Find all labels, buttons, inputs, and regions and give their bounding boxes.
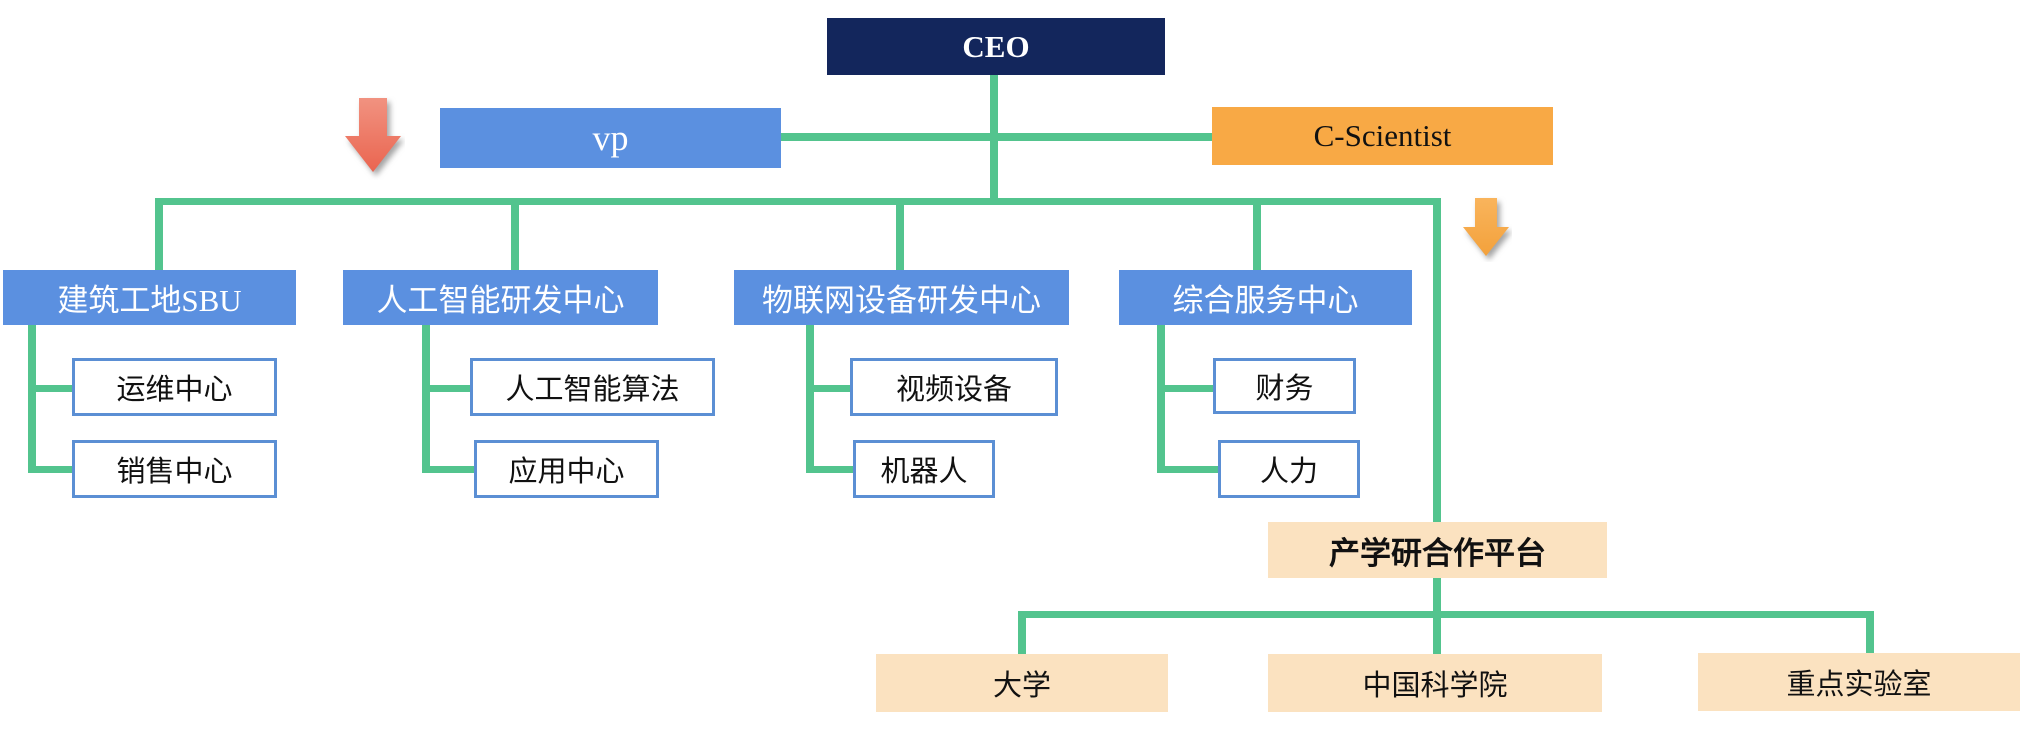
- connector-line: [155, 198, 163, 270]
- connector-line: [806, 325, 814, 473]
- node-sub-robotics: 机器人: [853, 440, 995, 498]
- connector-line: [511, 198, 519, 270]
- connector-line: [1433, 198, 1441, 522]
- node-ceo: CEO: [827, 18, 1165, 75]
- connector-line: [28, 325, 36, 473]
- node-dept-general-services: 综合服务中心: [1119, 270, 1412, 325]
- connector-line: [781, 133, 1212, 141]
- connector-line: [155, 198, 1441, 205]
- node-sub-sales-center: 销售中心: [72, 440, 277, 498]
- node-partner-chinese-academy-of-sciences: 中国科学院: [1268, 654, 1602, 712]
- connector-line: [1018, 611, 1874, 618]
- node-vp: vp: [440, 108, 781, 168]
- connector-line: [422, 466, 476, 473]
- connector-line: [1018, 611, 1026, 654]
- node-sub-ai-algorithms: 人工智能算法: [470, 358, 715, 416]
- node-c-scientist: C-Scientist: [1212, 107, 1553, 165]
- node-partner-key-laboratory: 重点实验室: [1698, 653, 2020, 711]
- red-down-arrow-icon: [345, 98, 401, 172]
- connector-line: [1157, 325, 1165, 473]
- node-dept-construction-sbu: 建筑工地SBU: [3, 270, 296, 325]
- node-sub-application-center: 应用中心: [474, 440, 659, 498]
- connector-line: [28, 385, 74, 392]
- node-sub-ops-center: 运维中心: [72, 358, 277, 416]
- connector-line: [1157, 385, 1215, 392]
- connector-line: [1157, 466, 1220, 473]
- node-industry-academia-platform: 产学研合作平台: [1268, 522, 1607, 578]
- connector-line: [1866, 611, 1874, 653]
- connector-line: [28, 466, 74, 473]
- node-dept-iot-rd-center: 物联网设备研发中心: [734, 270, 1069, 325]
- connector-line: [896, 198, 904, 270]
- node-sub-finance: 财务: [1213, 358, 1356, 414]
- node-sub-video-equipment: 视频设备: [850, 358, 1058, 416]
- connector-line: [422, 385, 472, 392]
- connector-line: [422, 325, 430, 473]
- connector-line: [806, 466, 855, 473]
- node-sub-hr: 人力: [1218, 440, 1360, 498]
- connector-line: [1253, 198, 1261, 270]
- node-partner-university: 大学: [876, 654, 1168, 712]
- node-dept-ai-rd-center: 人工智能研发中心: [343, 270, 658, 325]
- orange-down-arrow-icon: [1463, 198, 1509, 256]
- connector-line: [806, 385, 852, 392]
